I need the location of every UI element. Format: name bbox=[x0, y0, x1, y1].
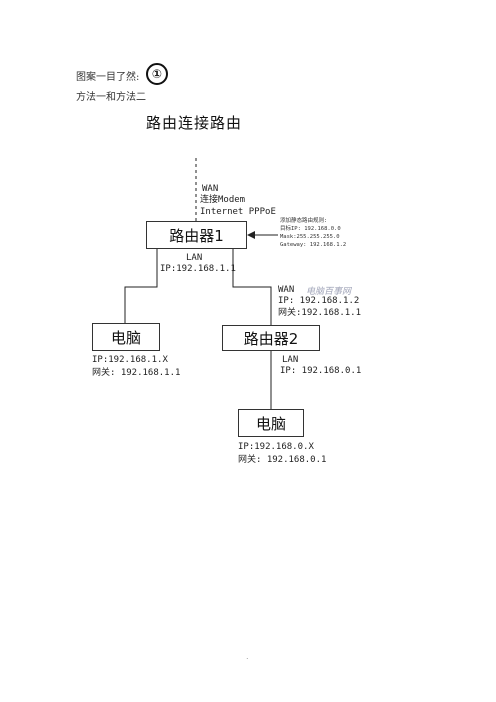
intro-line-1: 图案一目了然: bbox=[76, 72, 140, 83]
intro-line-2: 方法一和方法二 bbox=[76, 92, 146, 103]
route-note-line-4: Gateway: 192.168.1.2 bbox=[280, 242, 347, 248]
route-note-line-1: 添加静态路由规则: bbox=[280, 218, 328, 224]
router1-to-router2-line bbox=[232, 248, 272, 325]
pc2-ip: IP:192.168.0.X bbox=[238, 442, 314, 452]
watermark-logo: 电脑百事网 bbox=[306, 287, 352, 297]
circled-number-one: ① bbox=[146, 63, 168, 85]
wan-top-label: WAN bbox=[202, 184, 219, 194]
route-note-line-3: Mask:255.255.255.0 bbox=[280, 234, 340, 240]
router2-wan-ip: IP: 192.168.1.2 bbox=[278, 296, 360, 306]
route-note-line-2: 目标IP: 192.168.0.0 bbox=[280, 226, 341, 232]
pc2-gateway: 网关: 192.168.0.1 bbox=[238, 455, 327, 465]
pc1-ip: IP:192.168.1.X bbox=[92, 355, 168, 365]
wan-top-modem: 连接Modem bbox=[200, 195, 246, 205]
router2-wan-label: WAN bbox=[278, 285, 295, 295]
wan-top-pppoe: Internet PPPoE bbox=[200, 207, 276, 217]
router1-box: 路由器1 bbox=[146, 221, 247, 249]
router1-lan-label: LAN bbox=[186, 253, 203, 263]
route-note-arrow-head bbox=[247, 231, 255, 239]
page-dot: . bbox=[246, 652, 249, 661]
router2-box: 路由器2 bbox=[222, 325, 320, 351]
diagram-title: 路由连接路由 bbox=[146, 114, 243, 132]
router1-lan-ip: IP:192.168.1.1 bbox=[160, 264, 236, 274]
router1-to-pc1-line bbox=[124, 248, 158, 323]
router2-lan-label: LAN bbox=[282, 355, 299, 365]
router2-lan-ip: IP: 192.168.0.1 bbox=[280, 366, 362, 376]
pc2-box: 电脑 bbox=[238, 409, 304, 437]
pc1-gateway: 网关: 192.168.1.1 bbox=[92, 368, 181, 378]
pc1-box: 电脑 bbox=[92, 323, 160, 351]
router2-wan-gateway: 网关:192.168.1.1 bbox=[278, 308, 362, 318]
